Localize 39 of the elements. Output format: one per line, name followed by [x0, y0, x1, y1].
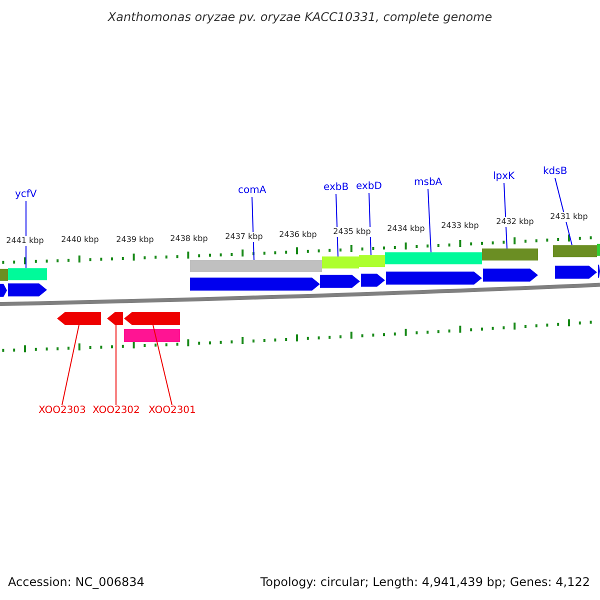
- gene-band: [8, 268, 47, 280]
- gene-label: exbD: [355, 181, 383, 193]
- gene-band: [190, 260, 322, 272]
- gene-label: comA: [237, 185, 268, 197]
- gene-label: ycfV: [14, 189, 38, 201]
- gene-band: [359, 255, 385, 268]
- gene-band: [482, 248, 538, 260]
- leader-line: [554, 178, 572, 246]
- gene-label: lpxK: [492, 171, 516, 183]
- scale-label: 2431 kbp: [549, 212, 589, 222]
- scale-label: 2432 kbp: [495, 217, 535, 227]
- scale-label: 2438 kbp: [169, 234, 209, 244]
- gene-band: [322, 256, 359, 268]
- accession-text: Accession: NC_006834: [8, 576, 144, 588]
- leader-line: [368, 192, 372, 256]
- scale-label: 2440 kbp: [60, 235, 100, 245]
- scale-label: 2434 kbp: [386, 224, 426, 234]
- scale-label: 2437 kbp: [224, 232, 264, 242]
- gene-label: msbA: [413, 177, 444, 189]
- scale-label: 2433 kbp: [440, 221, 480, 231]
- scale-label: 2441 kbp: [5, 236, 45, 246]
- gene-feature: [57, 312, 101, 325]
- gene-label: XOO2303: [38, 405, 87, 417]
- scale-label: 2435 kbp: [332, 227, 372, 237]
- gene-feature: [107, 312, 123, 325]
- gene-label: exbB: [322, 182, 350, 194]
- gene-band: [553, 245, 597, 258]
- scale-label: 2439 kbp: [115, 235, 155, 245]
- gene-band: [385, 252, 482, 264]
- scale-label: 2436 kbp: [278, 230, 318, 240]
- gene-label: XOO2301: [148, 405, 197, 417]
- title: Xanthomonas oryzae pv. oryzae KACC10331, complete genome: [106, 11, 494, 23]
- gene-label: kdsB: [542, 166, 568, 178]
- leader-line: [428, 188, 432, 253]
- leader-line: [152, 324, 172, 406]
- leader-line: [336, 194, 338, 257]
- gene-label: XOO2302: [92, 405, 141, 417]
- genome-info-text: Topology: circular; Length: 4,941,439 bp; Genes: 4,122: [260, 576, 590, 588]
- leader-line: [62, 324, 80, 406]
